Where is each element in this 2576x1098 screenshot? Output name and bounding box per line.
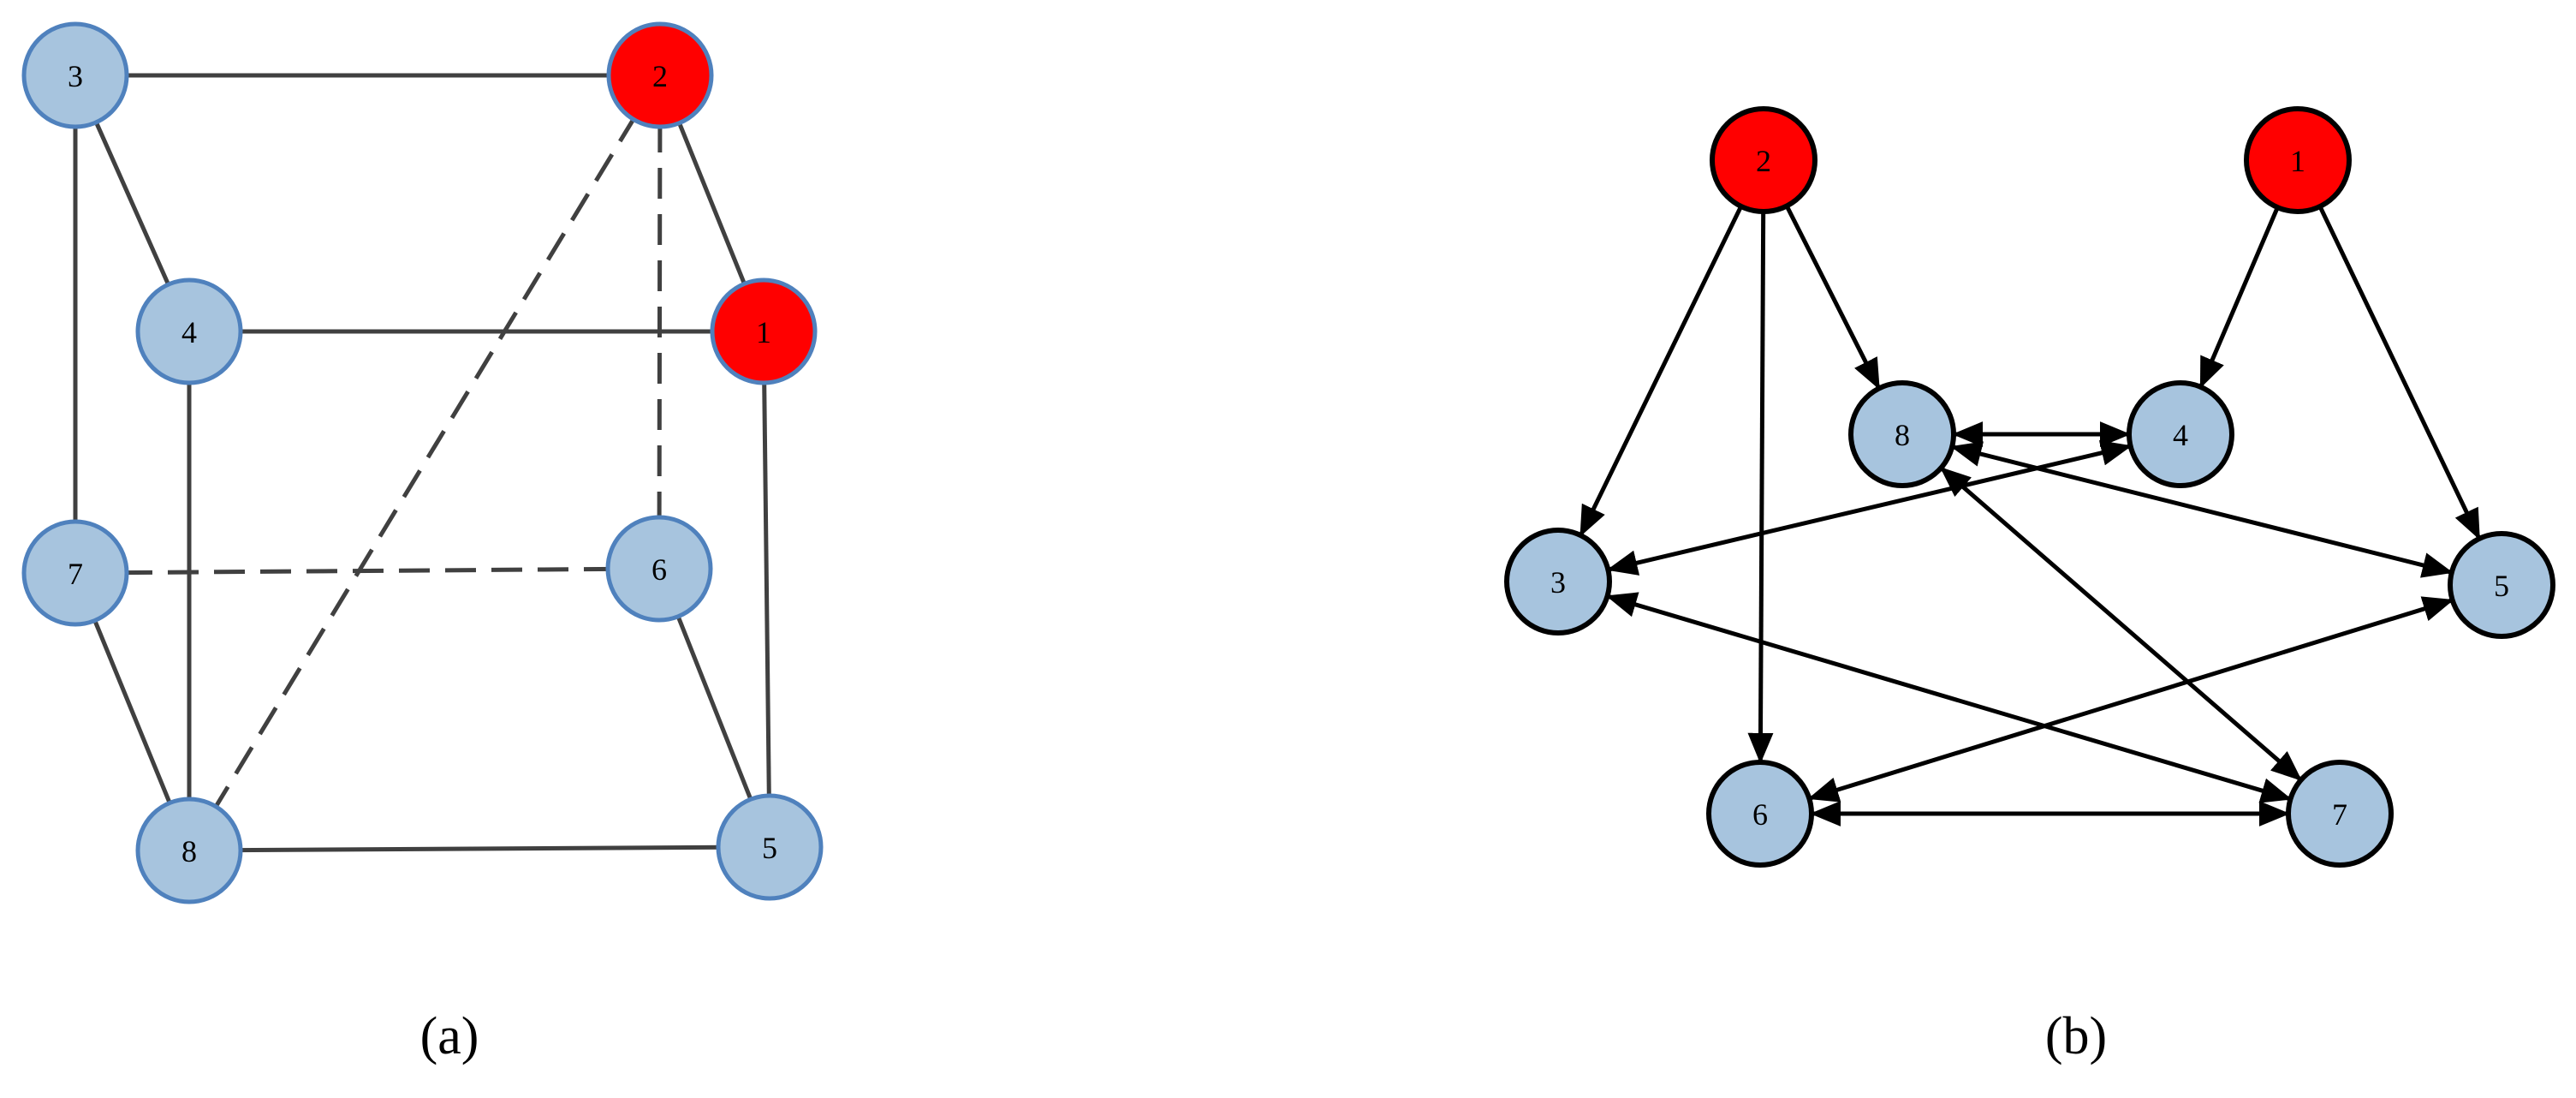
- diagram-b-node-label: 3: [1550, 565, 1566, 600]
- diagram-a-node-circle: [606, 21, 714, 129]
- diagram-b-node-label: 2: [1756, 144, 1771, 178]
- diagram-b-node-label: 4: [2173, 418, 2188, 452]
- diagram-a-node-4: 4: [135, 277, 243, 385]
- diagram-a-node-circle: [21, 21, 129, 129]
- diagram-a-node-circle: [605, 515, 713, 623]
- diagram-a-node-circle: [135, 277, 243, 385]
- diagram-a: 3 2 4 1 7 6 8 5 (a): [21, 21, 824, 1065]
- diagram-a-caption: (a): [420, 1007, 479, 1065]
- diagram-b-edges: [1579, 205, 2482, 826]
- diagram-b-node-label: 1: [2290, 144, 2305, 178]
- diagram-b-node-circle: [1706, 760, 1814, 868]
- diagram-b-node-circle: [2244, 106, 2352, 214]
- diagram-b-edge-4-3: [1606, 440, 2133, 576]
- diagram-a-node-label: 4: [181, 315, 197, 349]
- diagram-b-node-label: 8: [1895, 418, 1910, 452]
- diagram-b-edge-2-3: [1579, 205, 1743, 537]
- diagram-b-edge-2-8: [1784, 205, 1882, 391]
- diagram-a-node-label: 6: [651, 552, 667, 587]
- diagram-b-edge-1-5: [2317, 206, 2482, 540]
- diagram-b-node-circle: [1504, 528, 1612, 636]
- diagram-a-edge-1-5: [761, 331, 772, 848]
- diagram-b-node-label: 7: [2332, 797, 2347, 832]
- diagram-a-edges: [73, 73, 772, 853]
- diagram-b-edge-1-4: [2198, 206, 2280, 389]
- diagram-a-node-label: 1: [756, 315, 771, 349]
- diagram-a-node-2: 2: [606, 21, 714, 129]
- diagram-a-edge-8-5: [188, 844, 770, 853]
- diagram-b-node-circle: [2127, 380, 2234, 488]
- diagram-a-node-label: 2: [652, 59, 668, 93]
- diagram-b-node-circle: [2448, 531, 2555, 639]
- diagram-b-node-2: 2: [1710, 106, 1817, 214]
- diagram-a-node-3: 3: [21, 21, 129, 129]
- diagram-a-node-circle: [716, 793, 824, 901]
- diagram-a-nodes: 3 2 4 1 7 6 8 5: [21, 21, 824, 904]
- diagram-a-node-label: 7: [68, 557, 83, 591]
- diagram-b-node-3: 3: [1504, 528, 1612, 636]
- diagram-a-node-5: 5: [716, 793, 824, 901]
- diagram-b-edge-5-6: [1807, 596, 2454, 803]
- diagram-b: 2 1 8 4 3 5 6 7 (b): [1504, 106, 2555, 1065]
- diagram-b-node-label: 5: [2494, 569, 2509, 603]
- diagram-a-node-8: 8: [135, 797, 243, 904]
- diagram-b-node-circle: [2286, 760, 2394, 868]
- diagram-b-node-circle: [1848, 380, 1956, 488]
- diagram-a-node-circle: [21, 519, 129, 627]
- diagram-b-edge-3-7: [1605, 592, 2293, 803]
- diagram-a-node-7: 7: [21, 519, 129, 627]
- diagram-a-node-label: 8: [181, 834, 197, 868]
- diagram-a-node-label: 5: [762, 831, 777, 865]
- diagram-a-node-6: 6: [605, 515, 713, 623]
- diagram-b-caption: (b): [2045, 1007, 2107, 1065]
- diagram-b-edge-2-6: [1747, 211, 1774, 764]
- diagram-b-node-1: 1: [2244, 106, 2352, 214]
- diagram-b-node-circle: [1710, 106, 1817, 214]
- diagram-a-node-1: 1: [710, 277, 818, 385]
- diagram-b-node-8: 8: [1848, 380, 1956, 488]
- diagram-b-nodes: 2 1 8 4 3 5 6 7: [1504, 106, 2555, 868]
- diagram-b-node-label: 6: [1752, 797, 1768, 832]
- diagram-a-node-label: 3: [68, 59, 83, 93]
- diagram-b-node-4: 4: [2127, 380, 2234, 488]
- diagram-b-node-5: 5: [2448, 531, 2555, 639]
- diagram-a-edge-2-8: [187, 74, 663, 852]
- diagram-b-edge-8-7: [1939, 466, 2303, 782]
- diagram-b-node-7: 7: [2286, 760, 2394, 868]
- diagram-a-node-circle: [135, 797, 243, 904]
- diagram-a-edge-7-6: [74, 566, 660, 576]
- diagram-b-node-6: 6: [1706, 760, 1814, 868]
- diagram-a-node-circle: [710, 277, 818, 385]
- diagram-a-edge-2-6: [657, 75, 663, 570]
